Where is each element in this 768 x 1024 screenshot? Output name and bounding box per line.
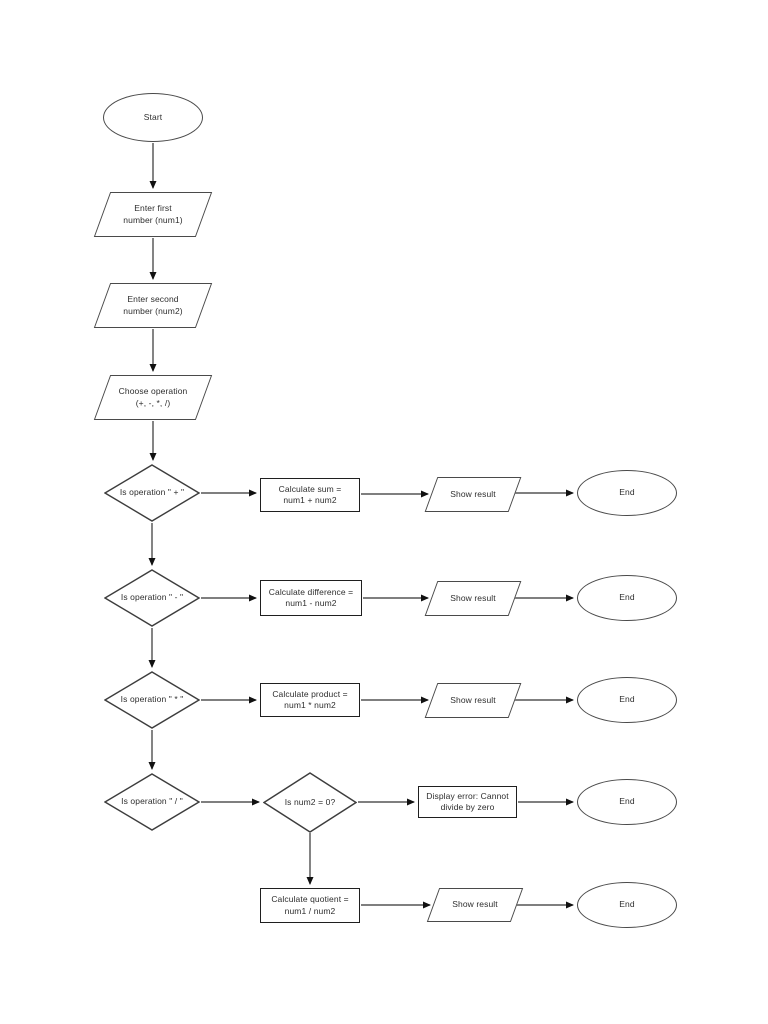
calc-quotient-label: Calculate quotient = num1 / num2	[271, 894, 349, 916]
show-result-1-node: Show result	[423, 477, 523, 512]
show-result-4-label: Show result	[452, 899, 498, 910]
calc-product-process: Calculate product = num1 * num2	[260, 683, 360, 717]
is-minus-label: Is operation " - "	[120, 592, 184, 603]
end-2-node: End	[577, 575, 677, 621]
show-result-2-label: Show result	[450, 592, 496, 603]
calc-sum-process: Calculate sum = num1 + num2	[260, 478, 360, 512]
end-5-node: End	[577, 882, 677, 928]
is-num2-zero-label: Is num2 = 0?	[284, 796, 336, 807]
enter-num1-label: Enter first number (num1)	[123, 203, 183, 225]
is-divide-label: Is operation " / "	[121, 796, 183, 807]
enter-num2-label: Enter second number (num2)	[123, 294, 183, 316]
display-error-process: Display error: Cannot divide by zero	[418, 786, 517, 818]
show-result-2-node: Show result	[423, 581, 523, 616]
end-4-node: End	[577, 779, 677, 825]
is-num2-zero-decision: Is num2 = 0?	[263, 772, 357, 833]
choose-op-node: Choose operation (+, -, *, /)	[93, 375, 213, 420]
display-error-label: Display error: Cannot divide by zero	[426, 790, 509, 812]
start-label: Start	[143, 111, 163, 122]
is-plus-label: Is operation " + "	[119, 487, 185, 498]
diamond-shape	[104, 773, 200, 831]
diamond-shape	[104, 671, 200, 729]
enter-num2-node: Enter second number (num2)	[93, 283, 213, 328]
choose-op-label: Choose operation (+, -, *, /)	[118, 386, 188, 408]
calc-difference-label: Calculate difference = num1 - num2	[268, 586, 354, 608]
end-3-label: End	[619, 694, 635, 705]
calc-difference-process: Calculate difference = num1 - num2	[260, 580, 362, 616]
show-result-1-label: Show result	[450, 488, 496, 499]
end-5-label: End	[619, 899, 635, 910]
end-1-node: End	[577, 470, 677, 516]
enter-num1-node: Enter first number (num1)	[93, 192, 213, 237]
calc-product-label: Calculate product = num1 * num2	[272, 688, 348, 710]
end-4-label: End	[619, 796, 635, 807]
end-2-label: End	[619, 592, 635, 603]
calc-quotient-process: Calculate quotient = num1 / num2	[260, 888, 360, 923]
is-times-label: Is operation " * "	[120, 694, 184, 705]
start-node: Start	[103, 93, 203, 142]
calc-sum-label: Calculate sum = num1 + num2	[278, 483, 342, 505]
show-result-3-label: Show result	[450, 694, 496, 705]
end-1-label: End	[619, 487, 635, 498]
show-result-4-node: Show result	[425, 888, 525, 922]
is-divide-decision: Is operation " / "	[104, 773, 200, 831]
show-result-3-node: Show result	[423, 683, 523, 718]
diamond-shape	[104, 569, 200, 627]
is-minus-decision: Is operation " - "	[104, 569, 200, 627]
is-plus-decision: Is operation " + "	[104, 464, 200, 522]
diamond-shape	[104, 464, 200, 522]
end-3-node: End	[577, 677, 677, 723]
diamond-shape	[263, 772, 357, 833]
is-times-decision: Is operation " * "	[104, 671, 200, 729]
